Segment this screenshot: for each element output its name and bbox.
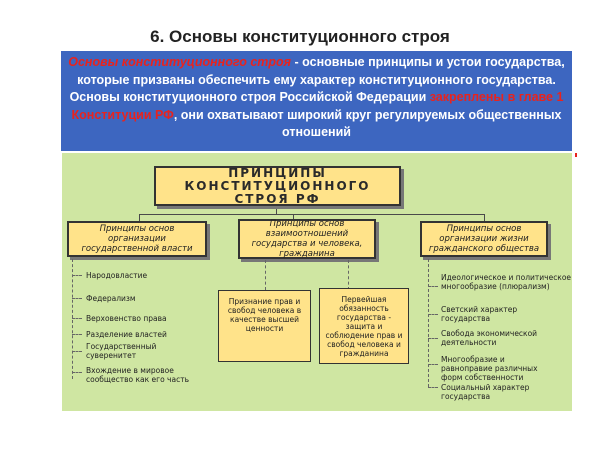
left-tick xyxy=(72,334,82,335)
category-line: государственной власти xyxy=(81,244,193,254)
middle-dashed-line xyxy=(265,260,266,290)
category-line: организации жизни xyxy=(439,234,529,244)
right-item: Свобода экономической деятельности xyxy=(441,329,538,347)
right-tick xyxy=(428,387,438,388)
slide-title: 6. Основы конституционного строя xyxy=(150,27,450,46)
left-item: Вхождение в мировое сообщество как его ч… xyxy=(86,366,189,384)
left-tick xyxy=(72,318,82,319)
left-tick xyxy=(72,275,82,276)
left-item: Государственный суверенитет xyxy=(86,342,157,360)
left-item: Народовластие xyxy=(86,271,148,280)
category-line: гражданина xyxy=(279,249,335,259)
category-line: государства и человека, xyxy=(251,239,363,249)
connector-left-down xyxy=(139,214,140,221)
middle-dashed-line xyxy=(348,260,349,290)
definition-highlight: закреплены в главе 1 Конституции РФ xyxy=(71,90,564,122)
right-dashed-line xyxy=(428,259,429,387)
right-item: Светский характер государства xyxy=(441,305,518,323)
left-item: Разделение властей xyxy=(86,330,167,339)
connector-main-down xyxy=(276,207,277,215)
definition-text-1: - основные принципы и устои государства,… xyxy=(69,55,565,104)
connector-right-down xyxy=(484,214,485,221)
category-line: организации xyxy=(108,234,166,244)
category-line: Принципы основ xyxy=(446,224,522,234)
right-tick xyxy=(428,286,438,287)
definition-text-2: , они охватывают широкий круг регулируем… xyxy=(173,107,562,140)
left-tick xyxy=(72,372,82,373)
right-tick xyxy=(428,314,438,315)
left-item: Верховенство права xyxy=(86,314,167,323)
category-state-person: Принципы основ взаимоотношений государст… xyxy=(238,219,376,259)
main-principles-box: ПРИНЦИПЫ КОНСТИТУЦИОННОГО СТРОЯ РФ xyxy=(154,166,401,206)
category-line: Принципы основ xyxy=(269,219,345,229)
left-dashed-line xyxy=(72,259,73,379)
right-tick xyxy=(428,364,438,365)
right-item: Социальный характер государства xyxy=(441,383,530,401)
category-line: Принципы основ xyxy=(99,224,175,234)
red-marker xyxy=(575,153,577,157)
category-civil-society: Принципы основ организации жизни граждан… xyxy=(420,221,548,257)
main-title-line-2: КОНСТИТУЦИОННОГО СТРОЯ РФ xyxy=(184,178,371,206)
right-item: Идеологическое и политическое многообраз… xyxy=(441,273,572,291)
middle-box-human-rights: Признание прав и свобод человека в качес… xyxy=(218,290,311,362)
definition-term: Основы конституционного строя xyxy=(68,55,292,69)
category-state-power: Принципы основ организации государственн… xyxy=(67,221,207,257)
right-item: Многообразие и равноправие различных фор… xyxy=(441,355,538,382)
connector-horizontal xyxy=(139,214,485,215)
left-tick xyxy=(72,351,82,352)
middle-box-state-duty: Первейшая обязанность государства - защи… xyxy=(319,288,409,364)
definition-box: Основы конституционного строя - основные… xyxy=(61,51,572,151)
left-tick xyxy=(72,298,82,299)
connector-middle-down xyxy=(293,214,294,219)
left-item: Федерализм xyxy=(86,294,136,303)
category-line: взаимоотношений xyxy=(265,229,349,239)
main-title-line-1: ПРИНЦИПЫ xyxy=(228,165,327,180)
right-tick xyxy=(428,338,438,339)
category-line: гражданского общества xyxy=(428,244,540,254)
